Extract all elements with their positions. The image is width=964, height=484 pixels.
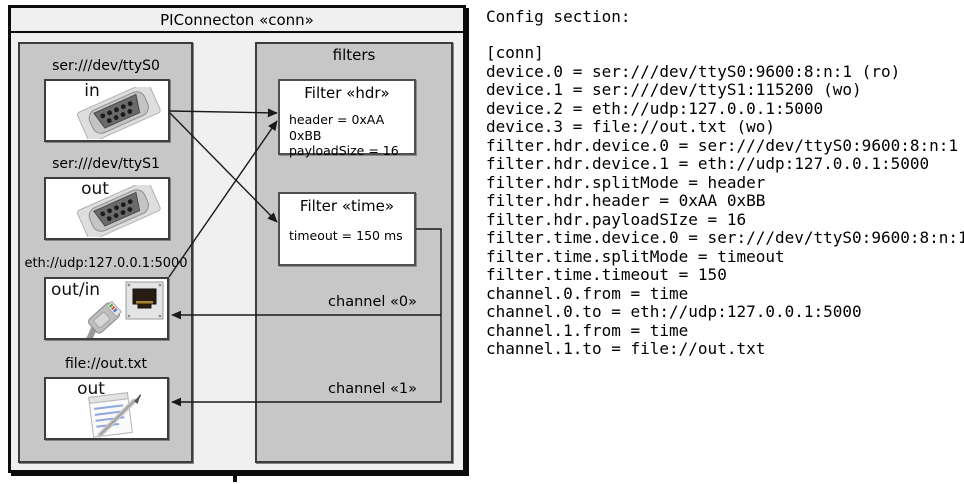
- channel-0-label: channel «0»: [328, 294, 417, 310]
- config-section-title: Config section:: [486, 7, 631, 26]
- device-box-eth: out/in: [44, 277, 169, 340]
- channel-1-label: channel «1»: [328, 381, 417, 397]
- device-direction-ttys1: out: [81, 179, 109, 199]
- config-text: [conn] device.0 = ser:///dev/ttyS0:9600:…: [486, 43, 964, 358]
- filter-box-hdr: Filter «hdr» header = 0xAA 0xBB payloadS…: [278, 79, 416, 158]
- device-label-ttys1: ser:///dev/ttyS1: [52, 156, 160, 172]
- filter-time-title: Filter «time»: [299, 197, 395, 215]
- filters-panel-title: filters: [332, 46, 376, 64]
- filter-hdr-props: header = 0xAA 0xBB payloadSize = 16: [289, 112, 399, 158]
- notepad-pencil-icon: [88, 392, 141, 438]
- device-box-ttys0: in: [44, 79, 170, 142]
- device-label-ttys0: ser:///dev/ttyS0: [52, 58, 160, 74]
- serial-connector-icon: [76, 87, 161, 139]
- serial-connector-icon: [76, 185, 161, 237]
- device-label-file: file://out.txt: [64, 356, 148, 372]
- device-direction-ttys0: in: [84, 81, 100, 101]
- device-label-eth: eth://udp:127.0.0.1:5000: [24, 256, 188, 271]
- device-box-ttys1: out: [44, 177, 170, 240]
- frame-anchor-tick: [233, 473, 237, 482]
- filter-hdr-title: Filter «hdr»: [304, 84, 390, 102]
- device-direction-file: out: [77, 379, 105, 399]
- filter-box-time: Filter «time» timeout = 150 ms: [278, 192, 416, 266]
- device-box-file: out: [44, 377, 169, 440]
- filter-time-props: timeout = 150 ms: [289, 228, 403, 243]
- diagram-title: PIConnecton «conn»: [11, 8, 463, 33]
- device-direction-eth: out/in: [51, 280, 101, 300]
- ethernet-jack-icon: [85, 281, 164, 338]
